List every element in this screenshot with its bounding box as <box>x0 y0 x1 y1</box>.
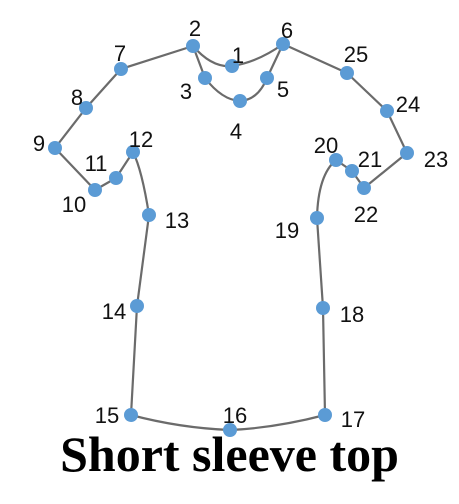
keypoint-18 <box>316 301 330 315</box>
keypoint-label-19: 19 <box>275 218 299 243</box>
keypoint-13 <box>142 208 156 222</box>
keypoint-3 <box>198 71 212 85</box>
keypoint-label-3: 3 <box>180 79 192 104</box>
keypoint-label-10: 10 <box>62 192 86 217</box>
keypoint-23 <box>400 146 414 160</box>
keypoint-8 <box>79 101 93 115</box>
keypoint-11 <box>109 171 123 185</box>
keypoint-1 <box>225 59 239 73</box>
keypoint-label-1: 1 <box>232 43 244 68</box>
keypoint-24 <box>380 104 394 118</box>
keypoint-label-6: 6 <box>281 18 293 43</box>
keypoint-label-4: 4 <box>230 119 242 144</box>
keypoint-label-21: 21 <box>358 147 382 172</box>
keypoint-22 <box>357 181 371 195</box>
keypoint-12 <box>126 145 140 159</box>
keypoint-label-18: 18 <box>340 302 364 327</box>
keypoint-label-9: 9 <box>33 131 45 156</box>
keypoint-label-23: 23 <box>424 147 448 172</box>
keypoint-label-12: 12 <box>129 127 153 152</box>
keypoints-layer <box>48 37 414 437</box>
keypoint-20 <box>329 153 343 167</box>
keypoint-label-13: 13 <box>165 208 189 233</box>
keypoint-5 <box>260 71 274 85</box>
keypoint-label-25: 25 <box>344 42 368 67</box>
keypoint-6 <box>276 37 290 51</box>
keypoint-label-22: 22 <box>354 202 378 227</box>
keypoint-10 <box>88 183 102 197</box>
keypoint-14 <box>130 299 144 313</box>
keypoint-label-14: 14 <box>102 299 126 324</box>
keypoint-4 <box>233 94 247 108</box>
shirt-outline <box>53 42 409 432</box>
keypoint-9 <box>48 141 62 155</box>
keypoint-7 <box>114 62 128 76</box>
keypoint-label-5: 5 <box>277 77 289 102</box>
keypoint-2 <box>186 39 200 53</box>
diagram-caption: Short sleeve top <box>60 426 399 482</box>
keypoint-label-2: 2 <box>189 16 201 41</box>
keypoint-label-16: 16 <box>223 403 247 428</box>
keypoint-label-8: 8 <box>71 85 83 110</box>
keypoint-19 <box>310 211 324 225</box>
keypoint-21 <box>345 164 359 178</box>
keypoint-16 <box>223 423 237 437</box>
keypoint-label-24: 24 <box>396 92 420 117</box>
keypoint-17 <box>318 408 332 422</box>
keypoint-label-7: 7 <box>114 41 126 66</box>
keypoint-15 <box>124 408 138 422</box>
keypoint-25 <box>340 66 354 80</box>
keypoint-label-15: 15 <box>95 403 119 428</box>
keypoint-label-20: 20 <box>314 133 338 158</box>
keypoint-label-11: 11 <box>85 151 108 176</box>
keypoint-label-17: 17 <box>341 407 365 432</box>
